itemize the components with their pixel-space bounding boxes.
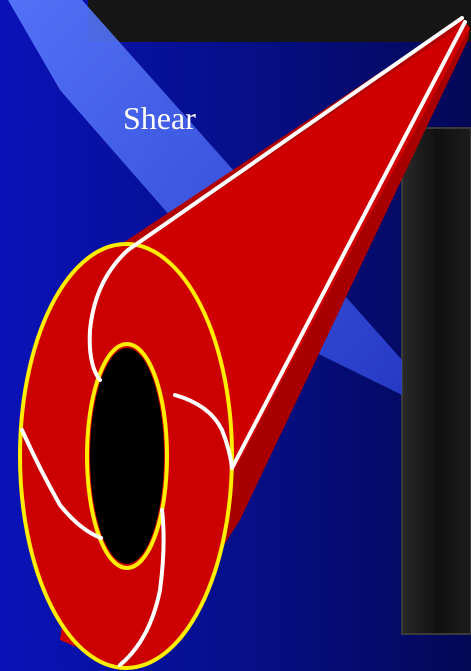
right-photo-panel [402,128,471,634]
shear-label: Shear [123,100,196,137]
top-photo-panel [88,0,471,42]
